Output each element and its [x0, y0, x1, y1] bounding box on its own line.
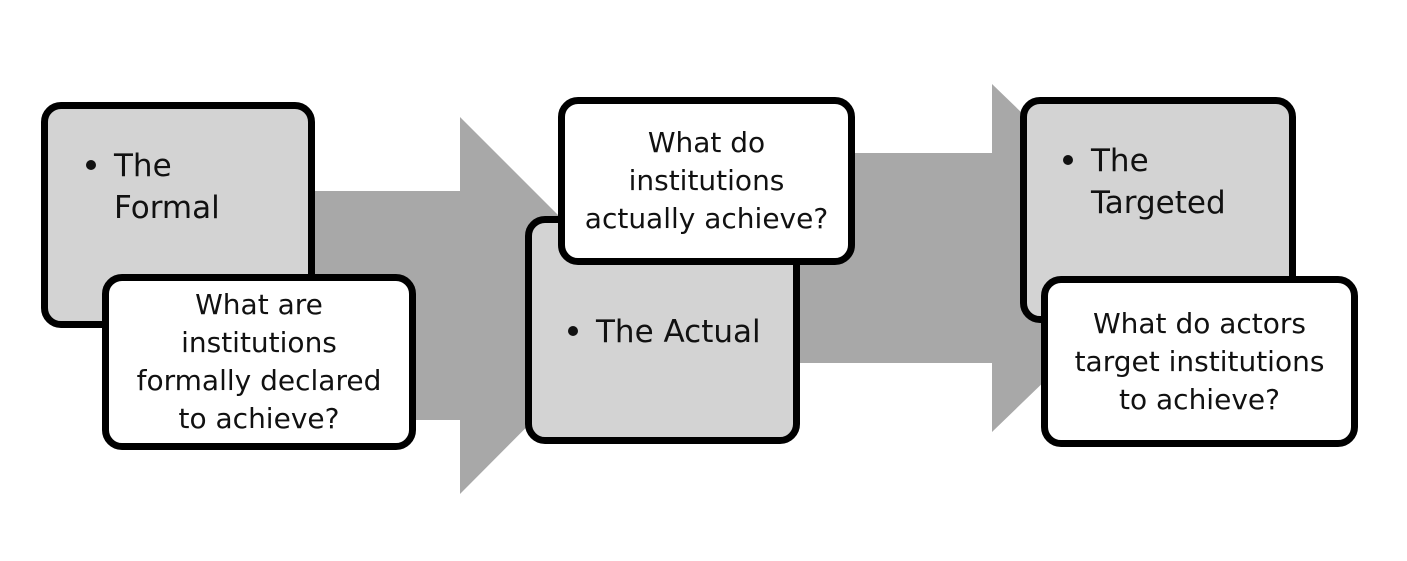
stage-targeted-label: The Targeted — [1091, 143, 1226, 221]
stage-actual-bullet: The Actual — [568, 311, 761, 353]
question-formal-text: What are institutions formally declared … — [136, 288, 382, 435]
stage-formal-label: The Formal — [114, 148, 220, 226]
question-targeted-box: What do actors target institutions to ac… — [1041, 276, 1358, 447]
bullet-icon — [568, 326, 578, 336]
stage-targeted-bullet: The Targeted — [1063, 140, 1226, 224]
question-actual-text: What do institutions actually achieve? — [584, 126, 829, 235]
bullet-icon — [1063, 155, 1073, 165]
question-targeted-text: What do actors target institutions to ac… — [1074, 306, 1325, 416]
bullet-icon — [86, 160, 96, 170]
stage-formal-bullet: The Formal — [86, 145, 220, 229]
question-actual-box: What do institutions actually achieve? — [558, 97, 855, 265]
stage-actual-label: The Actual — [596, 314, 761, 350]
question-formal-box: What are institutions formally declared … — [102, 274, 416, 450]
